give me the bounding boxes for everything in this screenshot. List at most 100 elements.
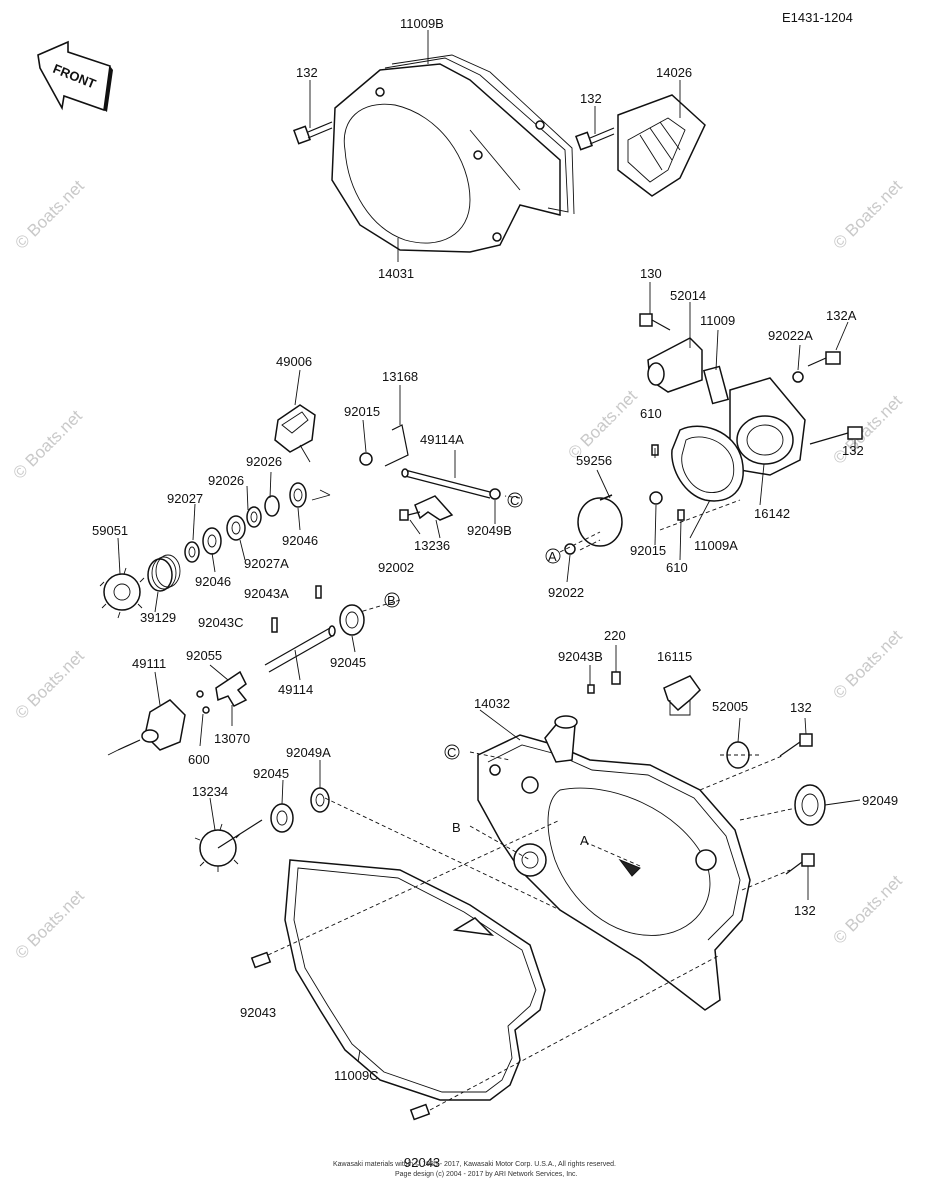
part-16115: 16115 bbox=[657, 649, 692, 664]
dowel-pin-icon bbox=[677, 509, 685, 521]
pin-icon bbox=[271, 617, 278, 633]
part-13234: 13234 bbox=[192, 784, 228, 799]
part-52014: 52014 bbox=[670, 288, 706, 303]
ref-letter-c-top: C bbox=[510, 493, 519, 508]
part-92027: 92027 bbox=[167, 491, 203, 506]
part-92022a: 92022A bbox=[768, 328, 813, 343]
clutch-cover-group bbox=[331, 54, 575, 253]
dashed-assembly-lines bbox=[267, 495, 797, 1111]
bolt-icon bbox=[809, 426, 863, 445]
washer-icon bbox=[792, 371, 804, 383]
part-92015-a: 92015 bbox=[344, 404, 380, 419]
bearing-icon bbox=[339, 604, 365, 636]
part-610-b: 610 bbox=[666, 560, 688, 575]
seal-icon bbox=[310, 787, 330, 813]
part-92043-b: 92043 bbox=[404, 1155, 440, 1170]
part-14032: 14032 bbox=[474, 696, 510, 711]
watermark-1: © Boats.net bbox=[11, 176, 88, 253]
part-11009a: 11009A bbox=[694, 538, 738, 553]
part-92015-b: 92015 bbox=[630, 543, 666, 558]
watermark-7: © Boats.net bbox=[11, 886, 88, 963]
part-14026: 14026 bbox=[656, 65, 692, 80]
watermark-9: © Boats.net bbox=[564, 386, 641, 463]
part-92049b: 92049B bbox=[467, 523, 512, 538]
screw-icon bbox=[399, 509, 421, 521]
lever-icon bbox=[384, 424, 409, 467]
pin-icon bbox=[587, 684, 595, 694]
watermark-5: © Boats.net bbox=[11, 646, 88, 723]
part-92049a: 92049A bbox=[286, 745, 331, 760]
part-132-b1: 132 bbox=[790, 700, 812, 715]
copyright-line-2: Page design (c) 2004 - 2017 by ARI Netwo… bbox=[395, 1171, 578, 1178]
spring-icon bbox=[147, 554, 181, 592]
watermarks: © Boats.net © Boats.net © Boats.net © Bo… bbox=[9, 176, 906, 963]
plate-icon bbox=[414, 495, 454, 521]
washer-icon bbox=[564, 543, 576, 555]
shaft-icon bbox=[264, 625, 336, 673]
impeller-icon bbox=[215, 670, 248, 707]
shaft-icon bbox=[401, 468, 491, 499]
part-11009c: 11009C bbox=[334, 1068, 379, 1083]
part-130: 130 bbox=[640, 266, 662, 281]
copyright-line-1: Kawasaki materials within © 1985 - 2017,… bbox=[333, 1160, 616, 1168]
oil-seal-icon bbox=[794, 784, 826, 826]
part-92043-a: 92043 bbox=[240, 1005, 276, 1020]
part-610-a: 610 bbox=[640, 406, 662, 421]
bolt-icon bbox=[779, 733, 813, 757]
part-13168: 13168 bbox=[382, 369, 418, 384]
part-132-mid: 132 bbox=[580, 91, 602, 106]
watermark-3: © Boats.net bbox=[9, 406, 86, 483]
bearing-icon bbox=[270, 803, 294, 833]
tensioner-assembly bbox=[274, 404, 316, 463]
part-59256: 59256 bbox=[576, 453, 612, 468]
part-92026-b: 92026 bbox=[208, 473, 244, 488]
ref-letter-a-left: A bbox=[548, 549, 557, 564]
part-49114: 49114 bbox=[278, 682, 313, 697]
gear-icon bbox=[194, 819, 263, 872]
part-49114a: 49114A bbox=[420, 432, 464, 447]
part-220: 220 bbox=[604, 628, 626, 643]
washer-icon bbox=[489, 488, 501, 500]
bolt-icon bbox=[807, 351, 841, 367]
part-92046-b: 92046 bbox=[195, 574, 231, 589]
bolt-icon bbox=[639, 313, 671, 331]
part-92046-a: 92046 bbox=[282, 533, 318, 548]
part-132-b2: 132 bbox=[794, 903, 816, 918]
part-92027a: 92027A bbox=[244, 556, 289, 571]
front-arrow-icon: FRONT bbox=[37, 40, 113, 112]
nut-icon bbox=[359, 452, 373, 466]
water-pump-housing bbox=[577, 337, 806, 547]
part-49006: 49006 bbox=[276, 354, 312, 369]
dowel-pin-icon bbox=[409, 1103, 431, 1121]
part-59051: 59051 bbox=[92, 523, 128, 538]
part-11009: 11009 bbox=[700, 313, 735, 328]
part-39129: 39129 bbox=[140, 610, 176, 625]
seal-icon bbox=[202, 706, 210, 714]
sprocket-guard bbox=[617, 94, 706, 197]
ref-letter-b-top: B bbox=[387, 593, 396, 608]
part-11009b: 11009B bbox=[400, 16, 444, 31]
ref-letter-c-bottom: C bbox=[447, 745, 456, 760]
part-132a: 132A bbox=[826, 308, 857, 323]
part-92026-a: 92026 bbox=[246, 454, 282, 469]
watermark-6: © Boats.net bbox=[829, 626, 906, 703]
part-92043b: 92043B bbox=[558, 649, 603, 664]
part-600: 600 bbox=[188, 752, 210, 767]
part-52005: 52005 bbox=[712, 699, 748, 714]
washer-stack bbox=[184, 482, 307, 563]
part-132-top: 132 bbox=[296, 65, 318, 80]
diagram-code: E1431-1204 bbox=[782, 10, 853, 25]
part-13236: 13236 bbox=[414, 538, 450, 553]
part-132-r: 132 bbox=[842, 443, 864, 458]
part-92002: 92002 bbox=[378, 560, 414, 575]
dowel-pin-icon bbox=[250, 951, 272, 969]
part-92055: 92055 bbox=[186, 648, 222, 663]
part-16142: 16142 bbox=[754, 506, 790, 521]
nut-icon bbox=[649, 491, 663, 505]
watermark-2: © Boats.net bbox=[829, 176, 906, 253]
part-92022: 92022 bbox=[548, 585, 584, 600]
part-14031: 14031 bbox=[378, 266, 414, 281]
bolt-icon bbox=[293, 121, 333, 145]
pin-icon bbox=[315, 585, 322, 599]
